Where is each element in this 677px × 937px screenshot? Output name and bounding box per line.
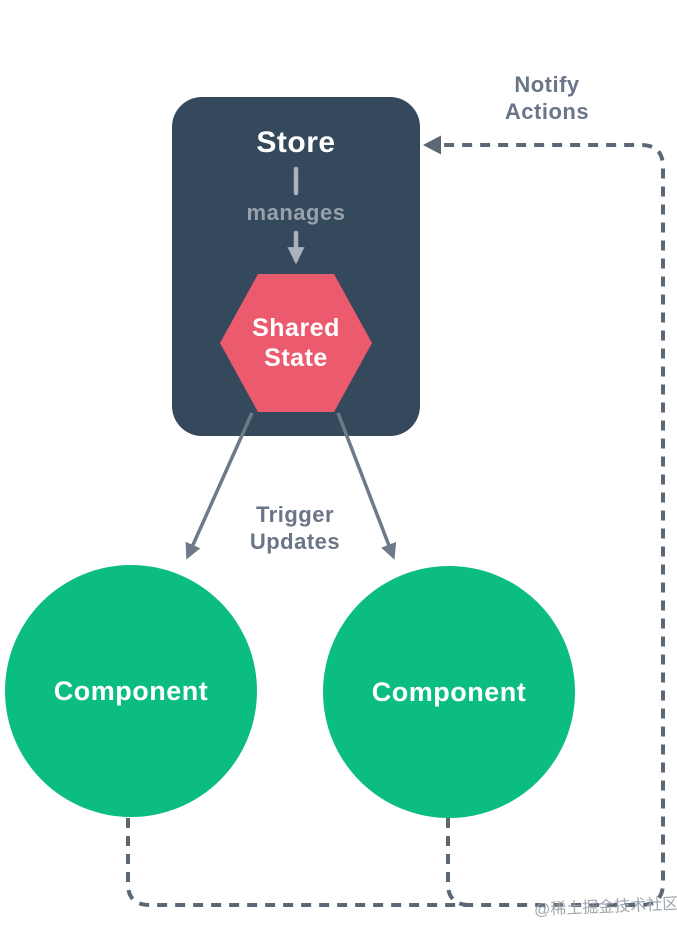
notify-arrowhead-icon: [423, 135, 441, 155]
component-node-right: Component: [323, 566, 575, 818]
component-label: Component: [53, 675, 209, 706]
manages-label: manages: [246, 200, 346, 225]
trigger-updates-label-line1: Trigger: [255, 502, 335, 527]
trigger-updates-label: Trigger Updates: [215, 501, 375, 555]
component-label: Component: [371, 676, 527, 707]
watermark: @稀土掘金技术社区: [533, 895, 677, 920]
notify-actions-label: Notify Actions: [467, 71, 627, 125]
shared-state-label-line1: Shared: [252, 314, 340, 342]
notify-actions-label-line1: Notify: [514, 72, 580, 97]
notify-actions-label-line2: Actions: [504, 99, 590, 124]
notify-actions-right-drop-path: [446, 818, 471, 907]
shared-state-label-line2: State: [264, 344, 328, 372]
trigger-updates-label-line2: Updates: [249, 529, 341, 554]
store-label: Store: [256, 126, 336, 159]
component-node-left: Component: [5, 565, 257, 817]
